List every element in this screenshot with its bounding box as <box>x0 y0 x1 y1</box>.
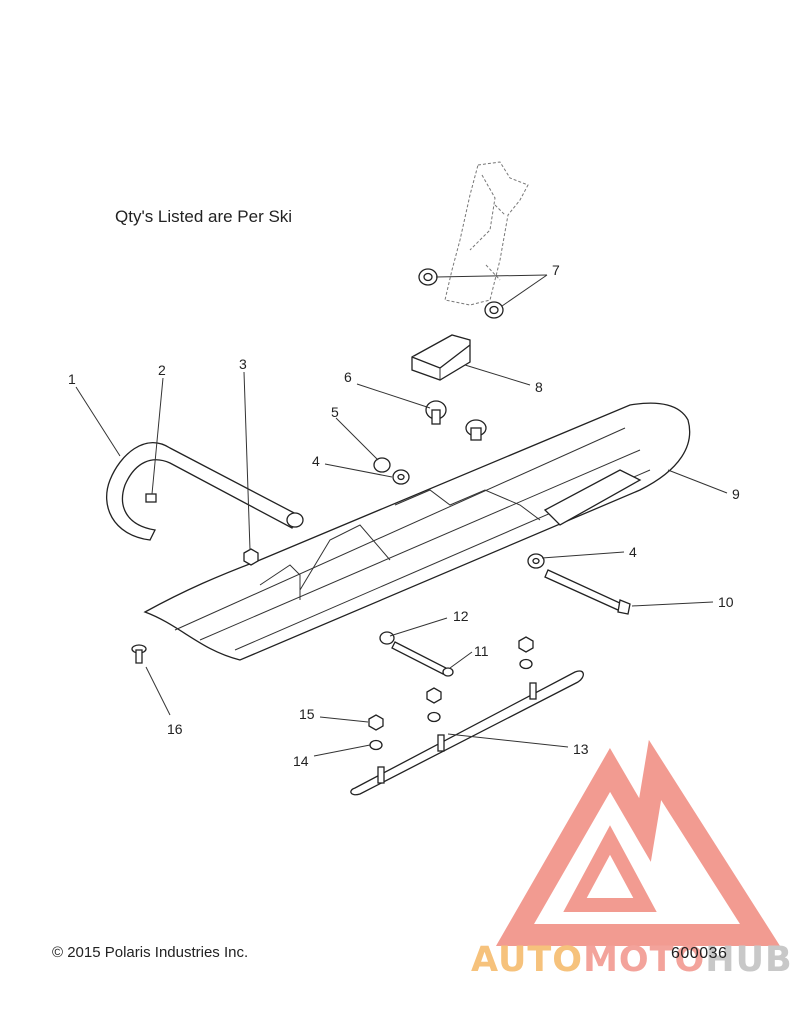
nut-15-a <box>518 636 534 653</box>
ski-body <box>143 402 691 661</box>
watermark-part-2: MOTO <box>583 940 706 980</box>
washer-14-b <box>427 711 441 723</box>
bolt-11 <box>391 641 454 677</box>
watermark-logo <box>495 739 781 946</box>
saddle-block <box>411 334 471 381</box>
washer-upper <box>392 469 410 485</box>
shoulder-bolt <box>425 400 447 425</box>
callout-14: 14 <box>293 753 309 769</box>
callout-5: 5 <box>331 404 339 420</box>
callout-11: 11 <box>474 643 489 659</box>
callout-9: 9 <box>732 486 740 502</box>
watermark-part-1: AUTO <box>471 940 584 980</box>
watermark-part-3: HUB <box>705 940 793 980</box>
callout-1: 1 <box>68 371 76 387</box>
bushing-upper <box>418 268 438 286</box>
callout-13: 13 <box>573 741 589 757</box>
spindle-reference <box>444 161 529 306</box>
callout-15: 15 <box>299 706 315 722</box>
callout-3: 3 <box>239 356 247 372</box>
washer-12 <box>379 631 395 645</box>
nut-15-b <box>426 687 442 704</box>
callout-6: 6 <box>344 369 352 385</box>
bushing-lower <box>484 301 504 319</box>
screw-16 <box>131 644 147 664</box>
callout-4-lower: 4 <box>629 544 637 560</box>
callout-10: 10 <box>718 594 734 610</box>
callout-12: 12 <box>453 608 469 624</box>
carbide-runner <box>350 670 584 796</box>
washer-14-a <box>519 658 533 670</box>
callout-7: 7 <box>552 262 560 278</box>
handle-clip <box>145 493 157 503</box>
spacer <box>373 457 391 473</box>
ski-handle <box>106 442 304 541</box>
quantity-note: Qty's Listed are Per Ski <box>115 207 293 226</box>
watermark-text: AUTOMOTOHUB <box>471 940 793 980</box>
nut-15-c <box>368 714 384 731</box>
bolt-head <box>465 419 487 441</box>
callout-4-upper: 4 <box>312 453 320 469</box>
washer-14-c <box>369 739 383 751</box>
leader-lines <box>75 274 728 757</box>
copyright-text: © 2015 Polaris Industries Inc. <box>52 944 249 961</box>
callout-2: 2 <box>158 362 166 378</box>
callout-16: 16 <box>167 721 183 737</box>
figure-number: 600036 <box>671 945 728 962</box>
long-bolt <box>544 569 631 615</box>
callout-8: 8 <box>535 379 543 395</box>
washer-lower <box>527 553 545 569</box>
nut-3 <box>243 548 259 566</box>
